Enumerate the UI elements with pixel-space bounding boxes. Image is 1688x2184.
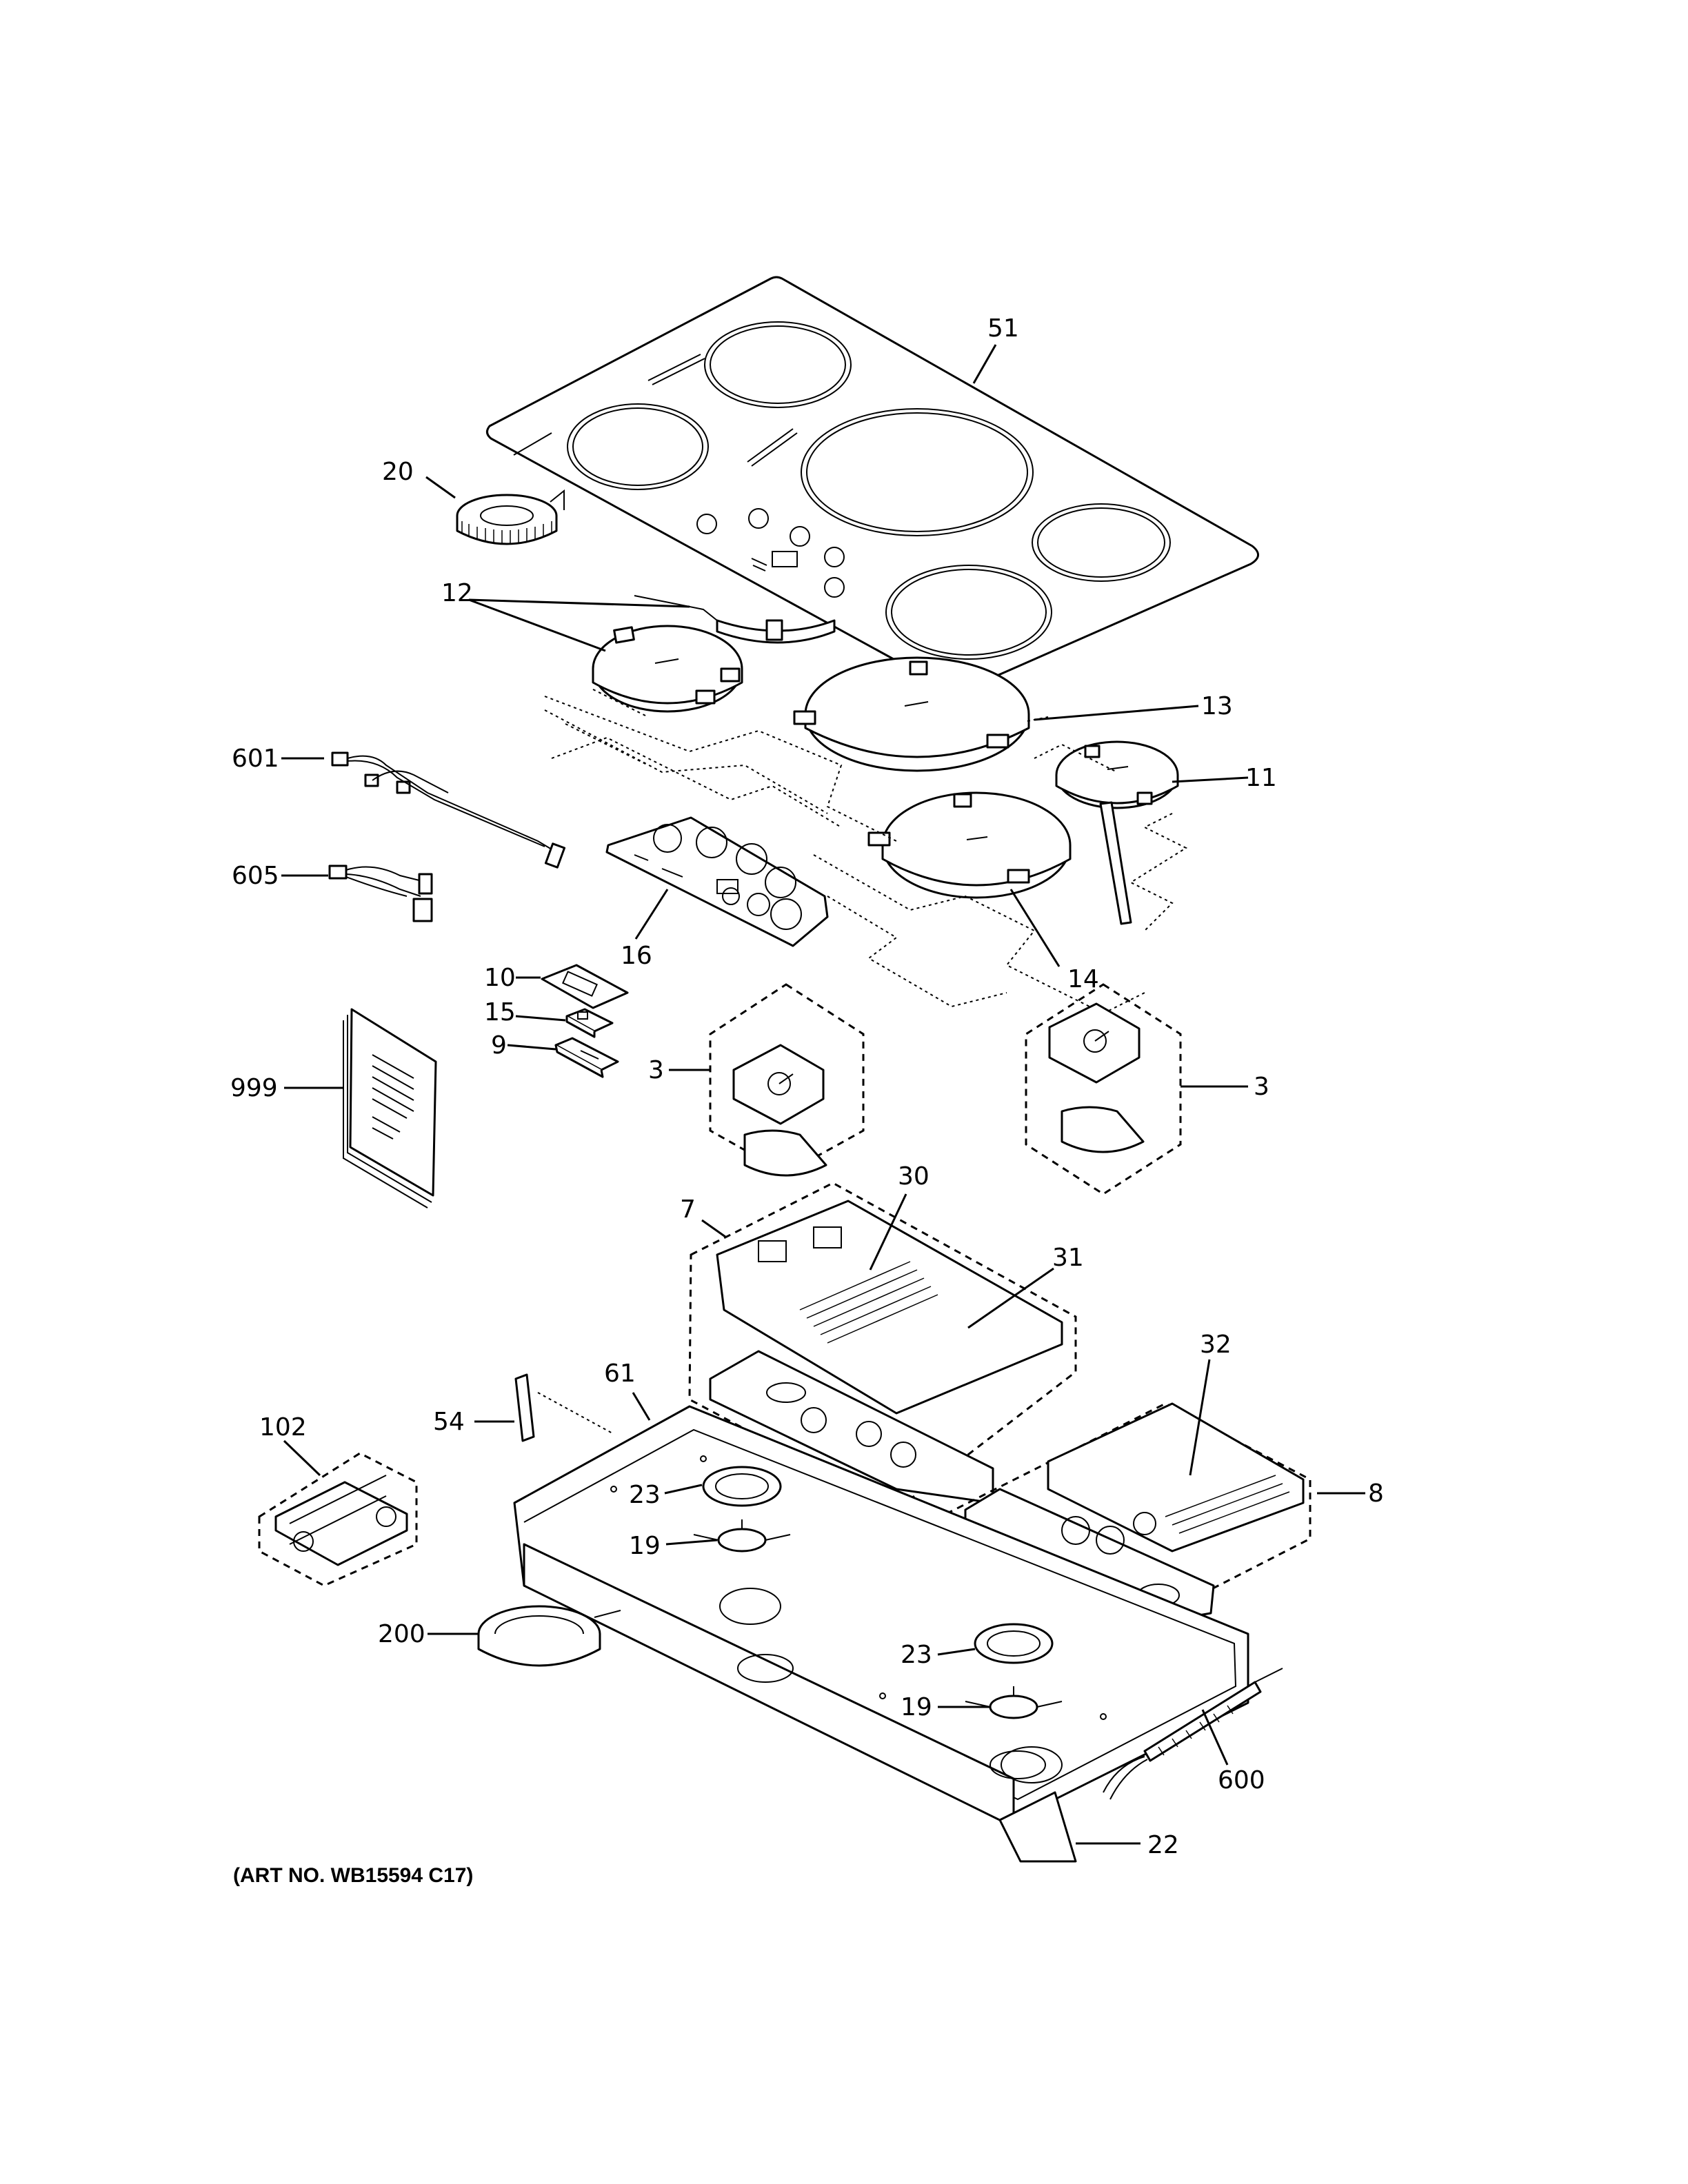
control-knob-icons — [696, 508, 845, 598]
callout-61: 61 — [604, 1359, 636, 1388]
callout-9: 9 — [491, 1031, 507, 1060]
callout-3-right: 3 — [1254, 1073, 1269, 1101]
callout-601: 601 — [232, 745, 279, 773]
fan-bracket-part-19-upper[interactable] — [693, 1519, 791, 1553]
callout-605: 605 — [232, 862, 279, 890]
bracket-part-10[interactable] — [541, 964, 629, 1009]
callout-31: 31 — [1052, 1244, 1084, 1272]
leader-lines — [281, 344, 1365, 1845]
callout-12: 12 — [441, 579, 473, 607]
callout-54: 54 — [433, 1408, 465, 1436]
callout-20: 20 — [382, 458, 414, 486]
callout-32: 32 — [1200, 1331, 1232, 1359]
glass-cooktop-part-51[interactable] — [486, 276, 1259, 694]
terminal-block-part-102[interactable] — [258, 1452, 418, 1587]
power-cord-part-600[interactable] — [1103, 1668, 1283, 1800]
bottom-pan-part-61[interactable] — [513, 1405, 1249, 1828]
callout-19-lower: 19 — [901, 1693, 932, 1721]
callout-23-upper: 23 — [629, 1481, 661, 1509]
clip-part-9[interactable] — [554, 1037, 619, 1078]
gasket-roll-part-20[interactable] — [456, 489, 565, 545]
callout-14: 14 — [1067, 965, 1099, 993]
fan-bracket-part-19-lower[interactable] — [965, 1686, 1063, 1719]
ring-part-23-lower[interactable] — [974, 1623, 1054, 1664]
induction-coil-part-14[interactable] — [867, 791, 1072, 899]
callout-23-lower: 23 — [901, 1641, 932, 1669]
callout-102: 102 — [259, 1413, 307, 1442]
callout-3-left: 3 — [648, 1056, 664, 1084]
wire-harness-part-601[interactable] — [331, 751, 566, 869]
callout-7: 7 — [680, 1195, 696, 1224]
callout-51: 51 — [987, 314, 1019, 343]
inverter-assembly-part-8[interactable] — [945, 1402, 1312, 1639]
callout-13: 13 — [1201, 692, 1233, 720]
callout-600: 600 — [1218, 1766, 1265, 1794]
label-part-22[interactable] — [998, 1791, 1077, 1863]
callout-30: 30 — [898, 1162, 930, 1191]
ring-part-23-upper[interactable] — [702, 1466, 782, 1507]
callout-200: 200 — [378, 1620, 425, 1648]
callout-16: 16 — [621, 942, 652, 970]
callout-999: 999 — [230, 1074, 278, 1102]
owners-manual-part-999[interactable] — [343, 1008, 437, 1209]
callout-8: 8 — [1368, 1479, 1384, 1508]
bracket-part-54[interactable] — [514, 1373, 614, 1442]
connector-part-15[interactable] — [565, 1008, 614, 1038]
callout-10: 10 — [484, 964, 516, 992]
callout-labels: 51 20 12 13 11 601 605 16 14 10 15 9 999… — [230, 314, 1384, 1859]
callout-19-upper: 19 — [629, 1532, 661, 1560]
induction-coil-part-12[interactable] — [592, 595, 836, 713]
induction-coil-part-11[interactable] — [1055, 740, 1179, 925]
callout-11: 11 — [1245, 764, 1277, 792]
wire-harness-part-605[interactable] — [328, 865, 433, 922]
art-number: (ART NO. WB15594 C17) — [233, 1864, 473, 1887]
gasket-roll-part-200[interactable] — [477, 1605, 621, 1667]
touch-control-board-part-16[interactable] — [605, 816, 829, 947]
induction-coil-part-13[interactable] — [793, 656, 1049, 772]
callout-15: 15 — [484, 998, 516, 1027]
fan-assembly-left-part-3[interactable] — [709, 983, 865, 1177]
callout-22: 22 — [1147, 1831, 1179, 1859]
fan-assembly-right-part-3[interactable] — [1025, 983, 1182, 1195]
